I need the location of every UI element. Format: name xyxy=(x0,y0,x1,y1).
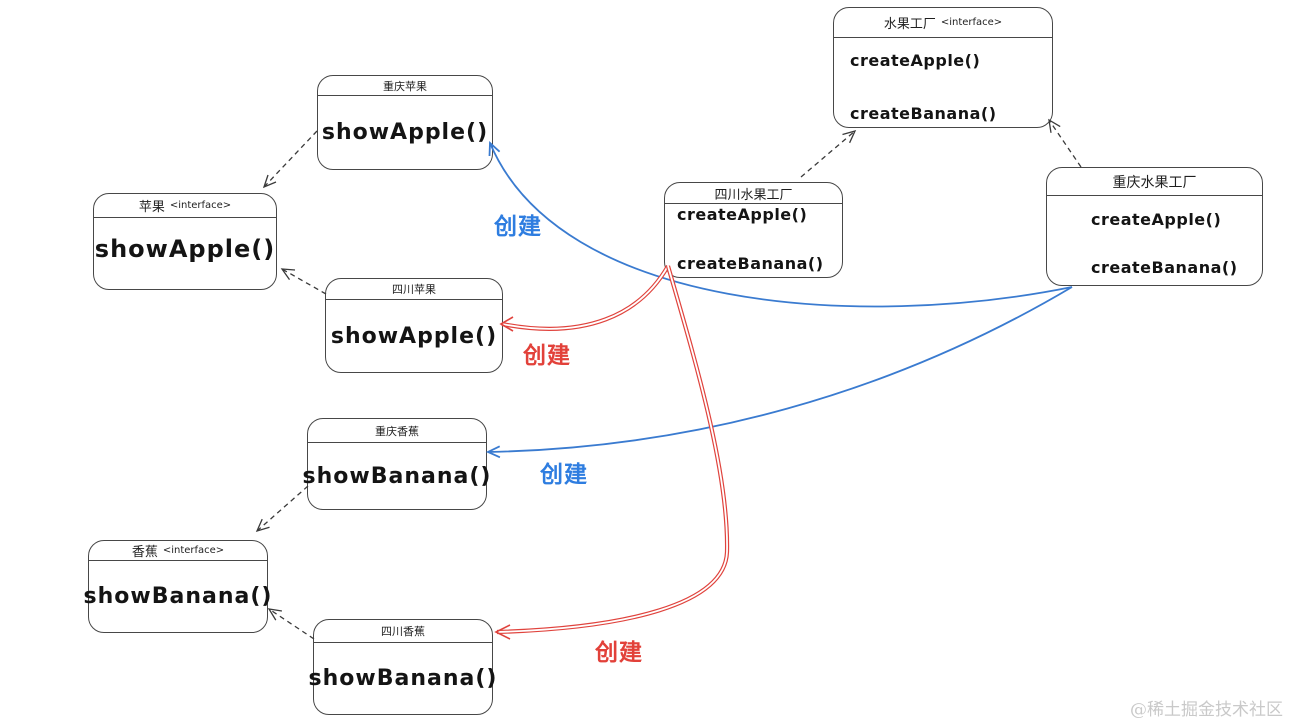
node-sichuan-fruit-factory: 四川水果工厂 createApple() createBanana() xyxy=(664,182,843,278)
arrowhead xyxy=(280,268,296,280)
edge-label-create: 创建 xyxy=(523,343,571,369)
edge-create-chongqing-banana xyxy=(487,286,1073,453)
arrowhead xyxy=(255,518,270,533)
method-show-apple: showApple() xyxy=(321,120,489,145)
node-title-text: 四川水果工厂 xyxy=(714,187,793,203)
edge-implements-sichuan-banana xyxy=(268,608,315,640)
node-body: createApple() createBanana() xyxy=(665,204,842,277)
edge-create-sichuan-apple xyxy=(501,264,670,331)
node-title: 四川水果工厂 xyxy=(665,183,842,204)
node-body: createApple() createBanana() xyxy=(1047,196,1262,285)
edge-label-create: 创建 xyxy=(540,462,588,488)
node-title: 香蕉 <interface> xyxy=(89,541,267,561)
node-title-text: 重庆水果工厂 xyxy=(1112,174,1197,191)
method-show-banana: showBanana() xyxy=(308,666,498,691)
node-body: showBanana() xyxy=(84,561,272,632)
node-title-text: 苹果 xyxy=(138,200,165,215)
interface-tag: <interface> xyxy=(162,545,225,556)
arrowhead xyxy=(485,445,501,459)
edge-create-sichuan-banana-inner xyxy=(496,265,728,633)
edge-implements-chongqing-banana xyxy=(256,485,309,532)
method-show-apple: showApple() xyxy=(330,323,498,349)
method-show-banana: showBanana() xyxy=(302,463,492,489)
node-title-text: 香蕉 xyxy=(131,545,158,560)
node-title-text: 四川苹果 xyxy=(392,283,436,296)
node-body: showApple() xyxy=(318,96,492,169)
edge-label-create: 创建 xyxy=(595,640,643,666)
node-sichuan-banana: 四川香蕉 showBanana() xyxy=(309,619,497,715)
node-chongqing-fruit-factory: 重庆水果工厂 createApple() createBanana() xyxy=(1046,167,1263,286)
arrowhead xyxy=(262,174,277,189)
node-body: showBanana() xyxy=(309,643,497,714)
method-create-banana: createBanana() xyxy=(850,104,997,123)
method-show-apple: showApple() xyxy=(94,234,276,263)
interface-tag: <interface> xyxy=(169,200,232,211)
node-title: 重庆苹果 xyxy=(318,76,492,96)
arrowhead xyxy=(842,129,857,144)
node-chongqing-banana: 重庆香蕉 showBanana() xyxy=(303,418,491,510)
node-fruit-factory-interface: 水果工厂 <interface> createApple() createBana… xyxy=(833,7,1053,128)
node-title: 四川苹果 xyxy=(326,279,502,300)
node-title-text: 重庆香蕉 xyxy=(375,424,419,438)
node-banana-interface: 香蕉 <interface> showBanana() xyxy=(84,540,272,633)
method-create-apple: createApple() xyxy=(1091,210,1222,229)
method-show-banana: showBanana() xyxy=(83,584,273,609)
method-create-banana: createBanana() xyxy=(677,254,824,273)
node-title: 苹果 <interface> xyxy=(94,194,276,218)
method-create-banana: createBanana() xyxy=(1091,258,1238,277)
edge-create-sichuan-banana xyxy=(496,265,730,635)
node-body: showApple() xyxy=(326,300,502,372)
edge-implements-sichuan-apple xyxy=(281,268,327,295)
node-title: 四川香蕉 xyxy=(314,620,492,643)
node-title-text: 水果工厂 xyxy=(883,17,936,32)
node-title-text: 四川香蕉 xyxy=(381,625,425,638)
node-title: 重庆香蕉 xyxy=(308,419,486,443)
interface-tag: <interface> xyxy=(940,17,1003,28)
node-body: showBanana() xyxy=(303,443,491,509)
edge-implements-chongqing-apple xyxy=(263,130,318,188)
watermark: @稀土掘金技术社区 xyxy=(1130,700,1283,720)
edge-label-create: 创建 xyxy=(494,214,542,240)
method-create-apple: createApple() xyxy=(677,205,808,224)
arrowhead xyxy=(494,624,511,640)
node-title: 水果工厂 <interface> xyxy=(834,8,1052,38)
node-apple-interface: 苹果 <interface> showApple() xyxy=(93,193,277,290)
node-body: createApple() createBanana() xyxy=(834,38,1052,127)
node-title: 重庆水果工厂 xyxy=(1047,168,1262,196)
node-chongqing-apple: 重庆苹果 showApple() xyxy=(317,75,493,170)
method-create-apple: createApple() xyxy=(850,51,981,70)
node-sichuan-apple: 四川苹果 showApple() xyxy=(325,278,503,373)
edge-implements-sichuan-factory xyxy=(800,130,856,178)
node-title-text: 重庆苹果 xyxy=(383,79,427,93)
arrowhead xyxy=(267,608,282,621)
edge-create-sichuan-apple-inner xyxy=(501,265,669,330)
node-body: showApple() xyxy=(94,218,276,289)
edge-implements-chongqing-factory xyxy=(1048,119,1082,168)
